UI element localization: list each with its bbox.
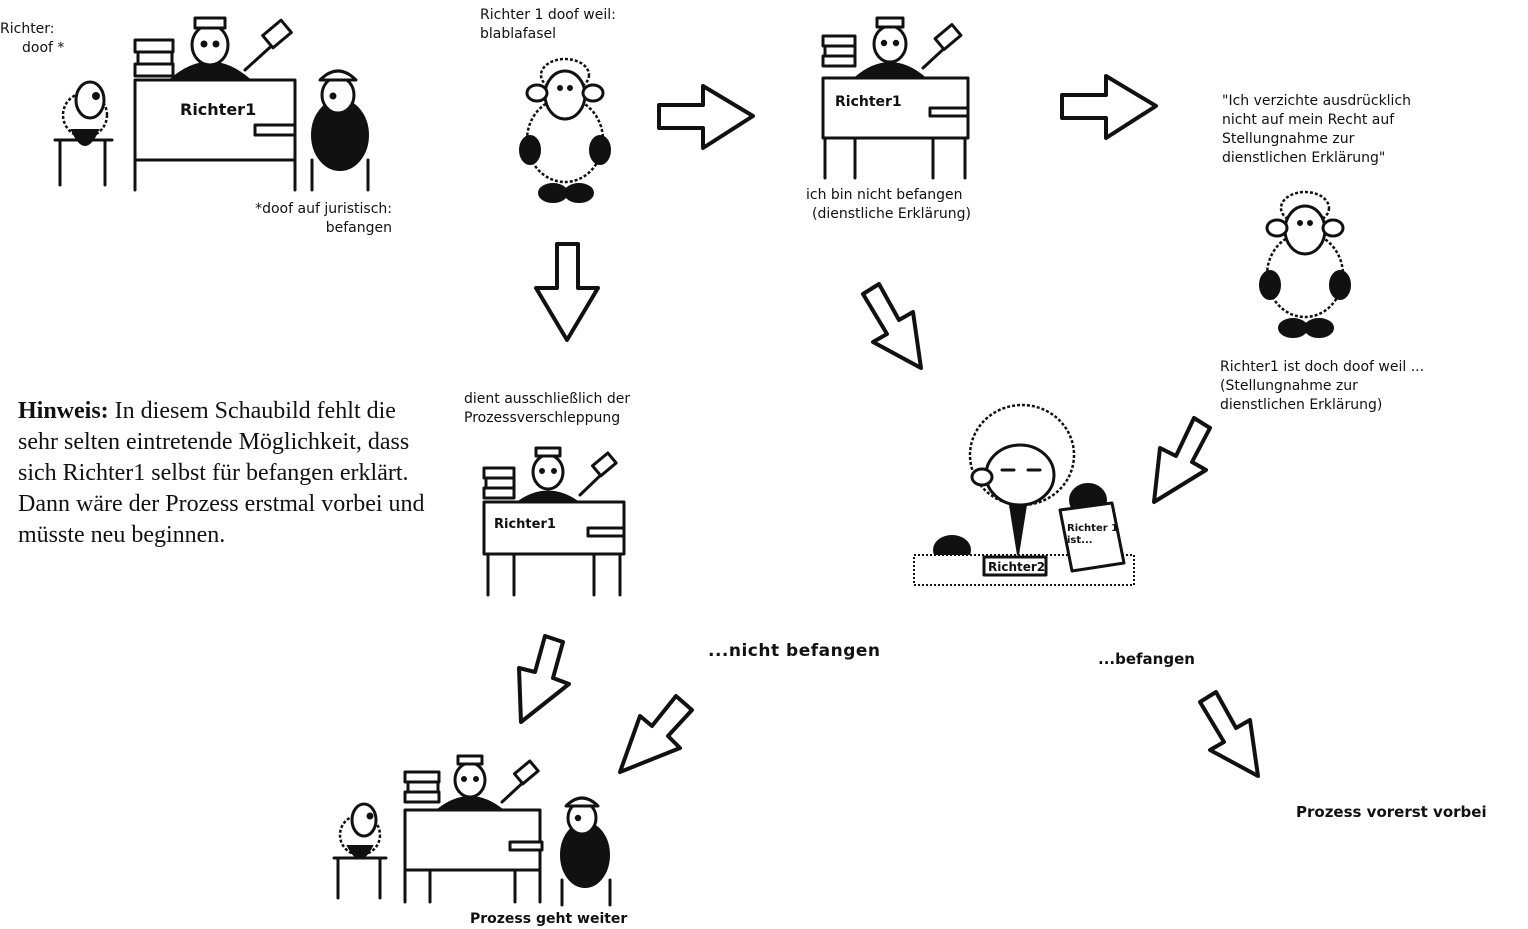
courtroom-scene-final (332, 754, 612, 907)
caption-sheep-richter1-doof: Richter 1 doof weil: blablafasel (480, 7, 616, 42)
judge-declaration-scene: Richter1 (821, 16, 970, 180)
arrow-right-2 (1060, 74, 1158, 140)
desk-nameplate-1: Richter1 (180, 100, 256, 119)
sheep-complainant (519, 57, 611, 203)
sheep-statement (1259, 190, 1351, 338)
caption-richter1-doch-doof: Richter1 ist doch doof weil ... (Stellun… (1220, 359, 1425, 413)
desk-nameplate-3: Richter1 (494, 517, 556, 532)
arrow-diagonal-2 (1152, 416, 1212, 504)
outcome-prozess-geht-weiter: Prozess geht weiter (470, 911, 628, 927)
courtroom-scene-start: Richter1 (53, 16, 370, 192)
outcome-befangen: ...befangen (1098, 650, 1195, 668)
richter2-paper-line2: ist... (1067, 535, 1093, 546)
richter2-nameplate: Richter2 (988, 560, 1045, 574)
arrow-diagonal-4 (618, 694, 694, 774)
arrow-diagonal-1 (861, 282, 923, 370)
arrow-down-1 (534, 242, 600, 342)
footnote-doof-juristisch: *doof auf juristisch: befangen (255, 201, 392, 236)
outcome-nicht-befangen: ...nicht befangen (708, 641, 881, 661)
plaintiff-sheep (53, 80, 114, 187)
note-title: Hinweis: (18, 398, 109, 424)
richter2-scene: Richter 1 ist... Richter2 (913, 403, 1135, 586)
desk-nameplate-2: Richter1 (835, 94, 902, 110)
arrow-right-1 (657, 84, 755, 150)
judge-sheep (167, 16, 293, 81)
note-hinweis: Hinweis: In diesem Schaubild fehlt die s… (18, 396, 430, 551)
caption-waiver-quote: "Ich verzichte ausdrücklich nicht auf me… (1222, 93, 1412, 166)
caption-prozessverschleppung: dient ausschließlich der Prozessverschle… (464, 391, 631, 426)
defendant-sheep (310, 69, 370, 192)
judge-delay-scene: Richter1 (482, 446, 626, 597)
arrow-diagonal-5 (1198, 690, 1260, 778)
arrow-diagonal-3 (517, 634, 571, 724)
caption-richter-doof: Richter: doof * (0, 21, 65, 56)
caption-judge-declaration: ich bin nicht befangen (dienstliche Erkl… (806, 187, 971, 222)
outcome-prozess-vorbei: Prozess vorerst vorbei (1296, 803, 1487, 821)
note-text: In diesem Schaubild fehlt die sehr selte… (18, 398, 425, 548)
richter2-paper-line1: Richter 1 (1067, 523, 1118, 534)
